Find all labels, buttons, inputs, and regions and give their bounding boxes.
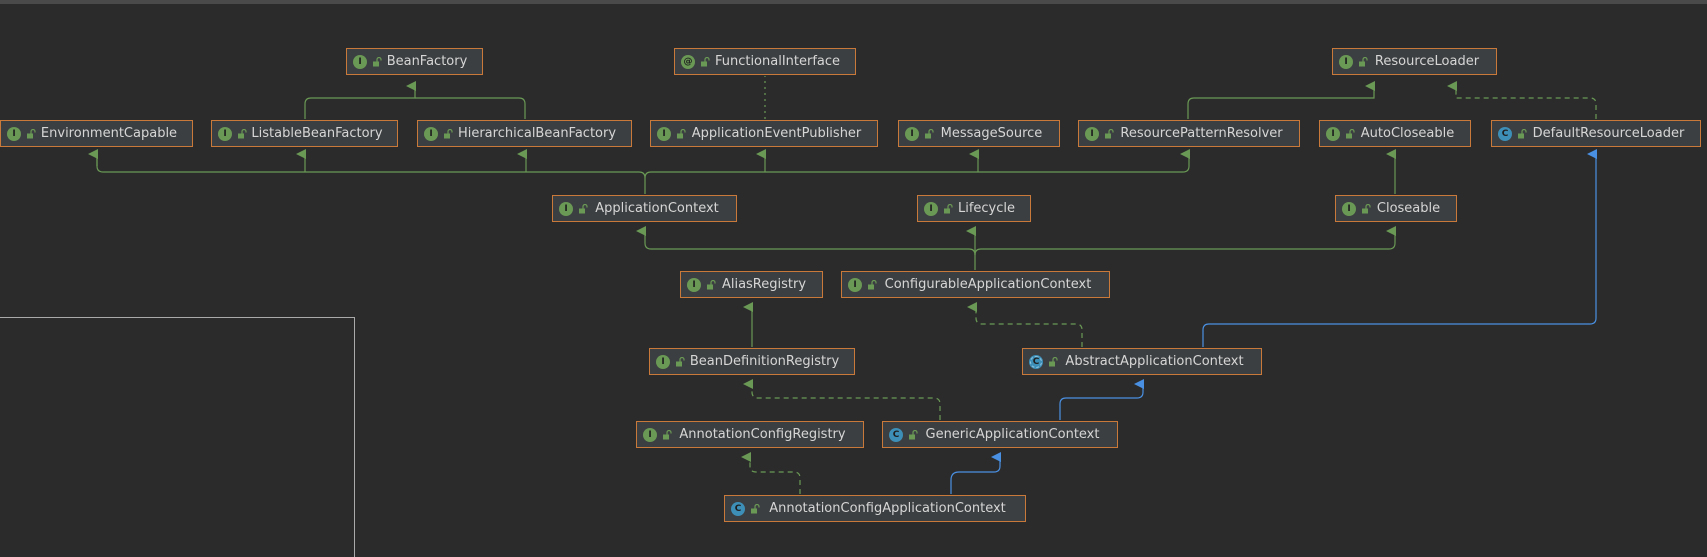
node-label: DefaultResourceLoader <box>1532 126 1685 141</box>
edge-configctx-bus <box>636 226 976 270</box>
node-label: EnvironmentCapable <box>40 126 178 141</box>
edge-defaultresourceloader-to-resourceloader <box>1447 81 1597 119</box>
node-label: Closeable <box>1376 201 1441 216</box>
edge-genericctx-to-abstractctx <box>1059 379 1144 420</box>
node-label: AnnotationConfigRegistry <box>679 427 846 442</box>
public-visibility-icon <box>925 128 934 138</box>
public-visibility-icon <box>868 279 877 289</box>
interface-icon: I <box>905 126 919 141</box>
public-visibility-icon <box>444 128 453 138</box>
public-visibility-icon <box>677 128 686 138</box>
node-closeable[interactable]: I Closeable <box>1335 195 1457 222</box>
node-label: ResourceLoader <box>1374 54 1480 69</box>
class-icon: C <box>1498 126 1512 141</box>
edge-appctx-bus <box>96 154 646 194</box>
node-annotation-config-registry[interactable]: I AnnotationConfigRegistry <box>636 421 864 448</box>
public-visibility-icon <box>27 128 36 138</box>
node-label: GenericApplicationContext <box>925 427 1100 442</box>
public-visibility-icon <box>944 203 953 213</box>
interface-icon: I <box>424 126 438 141</box>
edge-abstractctx-to-defaultresourceloader <box>1202 149 1597 347</box>
class-icon: C <box>731 501 745 516</box>
node-hierarchical-bean-factory[interactable]: I HierarchicalBeanFactory <box>417 120 632 147</box>
node-lifecycle[interactable]: I Lifecycle <box>917 195 1031 222</box>
node-label: ListableBeanFactory <box>251 126 383 141</box>
node-bean-definition-registry[interactable]: I BeanDefinitionRegistry <box>649 348 855 375</box>
window-top-bar <box>0 0 1707 4</box>
node-annotation-config-application-context[interactable]: C AnnotationConfigApplicationContext <box>724 495 1026 522</box>
public-visibility-icon <box>676 356 685 366</box>
node-label: Lifecycle <box>957 201 1016 216</box>
node-functional-interface[interactable]: @ FunctionalInterface <box>674 48 856 75</box>
node-label: BeanDefinitionRegistry <box>689 354 840 369</box>
interface-icon: I <box>848 277 862 292</box>
public-visibility-icon <box>701 56 710 66</box>
interface-icon: I <box>1326 126 1340 141</box>
class-icon: C <box>889 427 903 442</box>
abstract-class-icon: C <box>1029 354 1043 369</box>
edge-genericctx-to-beandefreg <box>743 379 941 420</box>
node-label: ResourcePatternResolver <box>1120 126 1283 141</box>
node-listable-bean-factory[interactable]: I ListableBeanFactory <box>211 120 398 147</box>
node-label: ConfigurableApplicationContext <box>884 277 1092 292</box>
public-visibility-icon <box>1359 56 1368 66</box>
node-message-source[interactable]: I MessageSource <box>898 120 1060 147</box>
node-generic-application-context[interactable]: C GenericApplicationContext <box>882 421 1118 448</box>
tool-window-panel[interactable] <box>0 317 355 557</box>
node-auto-closeable[interactable]: I AutoCloseable <box>1319 120 1471 147</box>
interface-icon: I <box>559 201 573 216</box>
node-configurable-application-context[interactable]: I ConfigurableApplicationContext <box>841 271 1110 298</box>
public-visibility-icon <box>909 429 918 439</box>
node-label: ApplicationEventPublisher <box>691 126 862 141</box>
node-application-context[interactable]: I ApplicationContext <box>552 195 737 222</box>
public-visibility-icon <box>373 56 382 66</box>
node-label: ApplicationContext <box>595 201 719 216</box>
interface-icon: I <box>687 277 701 292</box>
node-label: AnnotationConfigApplicationContext <box>769 501 1006 516</box>
node-label: BeanFactory <box>386 54 468 69</box>
edge-annotctx-to-annotreg <box>741 452 801 494</box>
node-label: AliasRegistry <box>721 277 807 292</box>
interface-icon: I <box>643 427 657 442</box>
interface-icon: I <box>924 201 938 216</box>
edge-listable-to-beanfactory <box>304 81 416 119</box>
public-visibility-icon <box>238 128 247 138</box>
public-visibility-icon <box>663 429 672 439</box>
public-visibility-icon <box>1105 128 1114 138</box>
edge-hierarchical-to-beanfactory <box>415 97 526 119</box>
public-visibility-icon <box>707 279 716 289</box>
node-abstract-application-context[interactable]: C AbstractApplicationContext <box>1022 348 1262 375</box>
interface-icon: I <box>7 126 21 141</box>
node-bean-factory[interactable]: I BeanFactory <box>346 48 483 75</box>
public-visibility-icon <box>1346 128 1355 138</box>
node-label: MessageSource <box>940 126 1043 141</box>
node-resource-pattern-resolver[interactable]: I ResourcePatternResolver <box>1078 120 1300 147</box>
node-label: FunctionalInterface <box>714 54 841 69</box>
node-label: HierarchicalBeanFactory <box>457 126 617 141</box>
interface-icon: I <box>656 354 670 369</box>
node-label: AbstractApplicationContext <box>1065 354 1244 369</box>
node-alias-registry[interactable]: I AliasRegistry <box>680 271 823 298</box>
node-resource-loader[interactable]: I ResourceLoader <box>1332 48 1497 75</box>
inheritance-edges <box>88 76 1597 494</box>
interface-icon: I <box>657 126 671 141</box>
interface-icon: I <box>1342 201 1356 216</box>
public-visibility-icon <box>579 203 588 213</box>
edge-abstractctx-to-configctx <box>967 302 1083 347</box>
public-visibility-icon <box>1362 203 1371 213</box>
public-visibility-icon <box>751 503 760 513</box>
annotation-icon: @ <box>681 54 695 69</box>
interface-icon: I <box>1339 54 1353 69</box>
interface-icon: I <box>353 54 367 69</box>
node-default-resource-loader[interactable]: C DefaultResourceLoader <box>1491 120 1701 147</box>
node-application-event-publisher[interactable]: I ApplicationEventPublisher <box>650 120 878 147</box>
public-visibility-icon <box>1518 128 1527 138</box>
edge-resolver-to-resourceloader <box>1187 81 1375 119</box>
public-visibility-icon <box>1049 356 1058 366</box>
interface-icon: I <box>218 126 232 141</box>
node-label: AutoCloseable <box>1360 126 1455 141</box>
interface-icon: I <box>1085 126 1099 141</box>
node-environment-capable[interactable]: I EnvironmentCapable <box>0 120 193 147</box>
edge-annotctx-to-genericctx <box>950 452 1001 494</box>
